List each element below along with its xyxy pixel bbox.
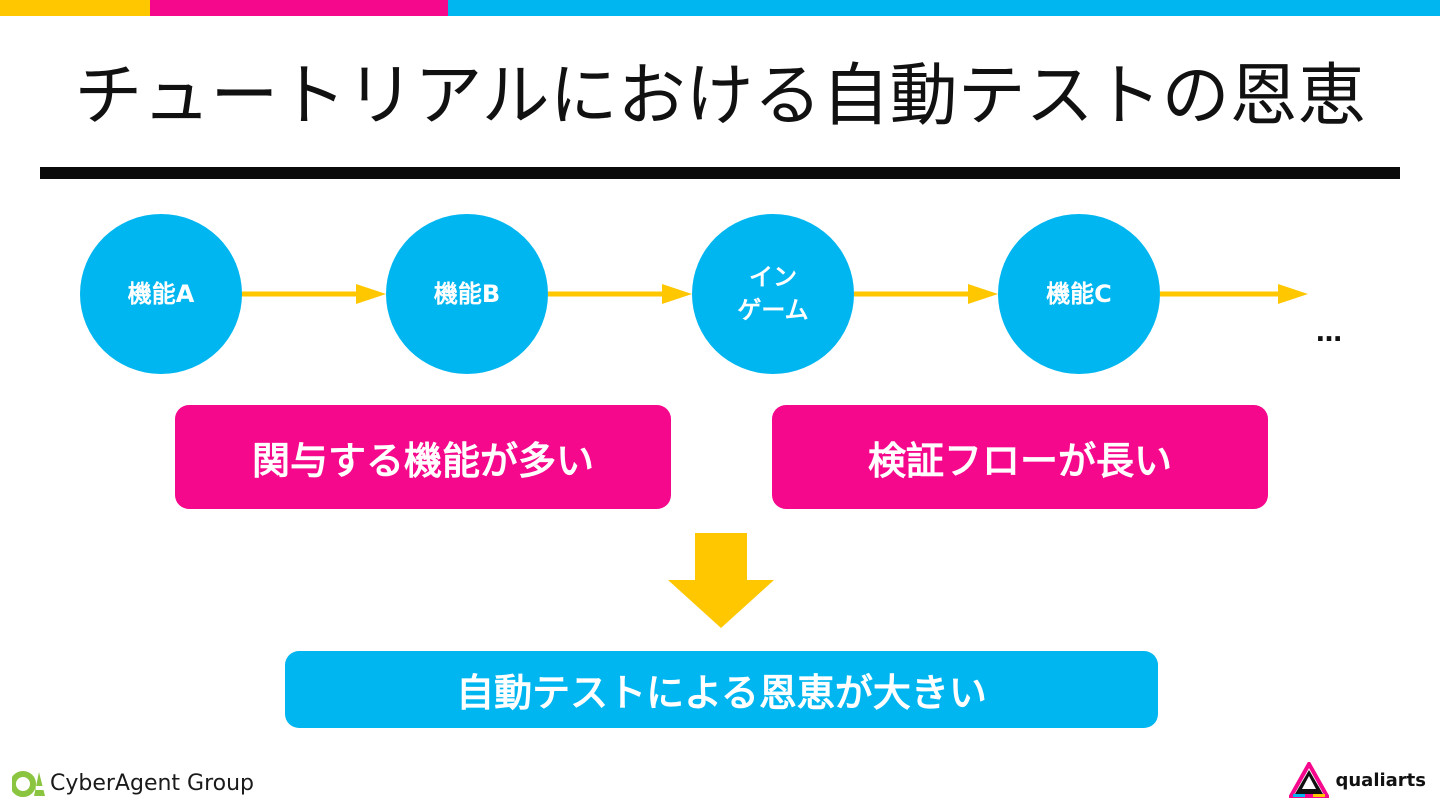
title-divider	[40, 167, 1400, 179]
arrow-right-icon	[1160, 284, 1308, 304]
flow-ellipsis: …	[1316, 318, 1342, 348]
qualiarts-mark-icon	[1289, 762, 1330, 798]
qualiarts-logo-text: qualiarts	[1335, 769, 1426, 791]
arrow-down-icon	[668, 533, 774, 628]
arrow-right-icon	[548, 284, 692, 304]
top-bar-blue	[448, 0, 1440, 16]
reason-long-flow: 検証フローが長い	[772, 405, 1268, 509]
top-bar-pink	[150, 0, 448, 16]
conclusion-box: 自動テストによる恩恵が大きい	[285, 651, 1158, 728]
arrow-right-icon	[854, 284, 998, 304]
reason-many-features: 関与する機能が多い	[175, 405, 671, 509]
cyberagent-logo-text: CyberAgent Group	[50, 770, 255, 796]
flow-node-ingame: イン ゲーム	[692, 214, 854, 374]
cyberagent-mark-icon	[12, 771, 45, 797]
flow-node-feature-c: 機能C	[998, 214, 1160, 374]
flow-node-feature-b: 機能B	[386, 214, 548, 374]
top-bar-yellow	[0, 0, 150, 16]
arrow-right-icon	[242, 284, 386, 304]
cyberagent-logo: CyberAgent Group	[12, 766, 254, 800]
qualiarts-logo: qualiarts	[1289, 760, 1426, 800]
slide-title: チュートリアルにおける自動テストの恩恵	[74, 57, 1366, 136]
flow-node-feature-a: 機能A	[80, 214, 242, 374]
